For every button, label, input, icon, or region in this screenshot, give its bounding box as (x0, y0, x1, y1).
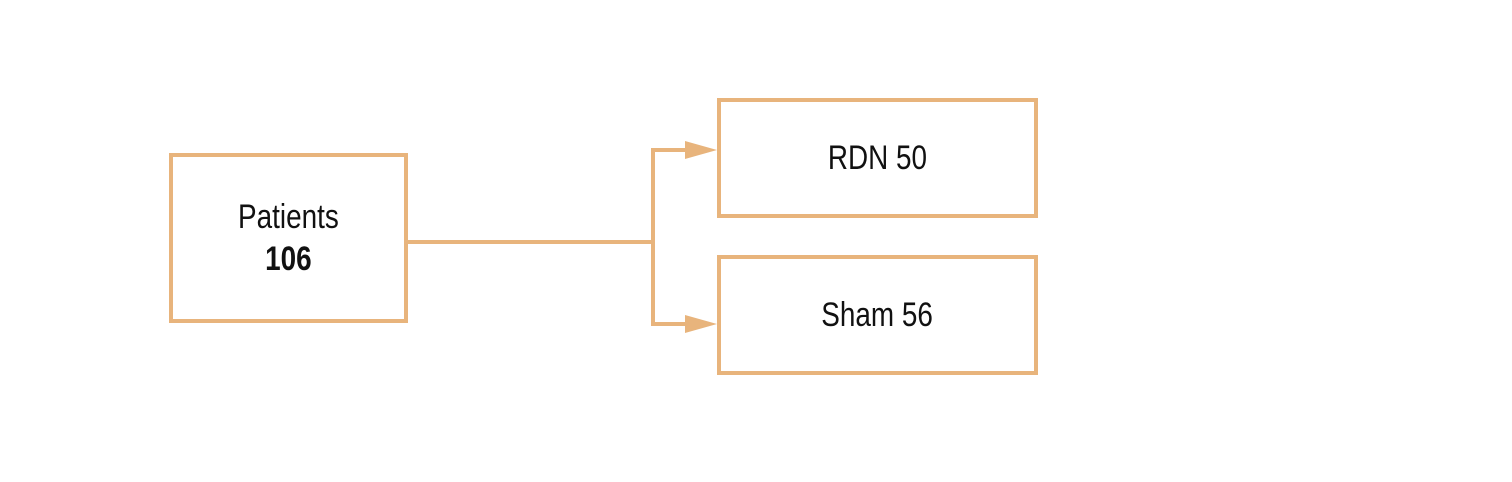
sham-group-box: Sham 56 (717, 255, 1038, 375)
arrowhead-rdn-icon (685, 141, 717, 159)
rdn-group-box: RDN 50 (717, 98, 1038, 218)
rdn-group-label: RDN 50 (827, 139, 928, 177)
sham-group-label: Sham 56 (821, 296, 934, 334)
patients-label: Patients (238, 198, 339, 236)
arrowhead-sham-icon (685, 315, 717, 333)
patients-count: 106 (265, 240, 312, 278)
patients-box: Patients 106 (169, 153, 408, 323)
